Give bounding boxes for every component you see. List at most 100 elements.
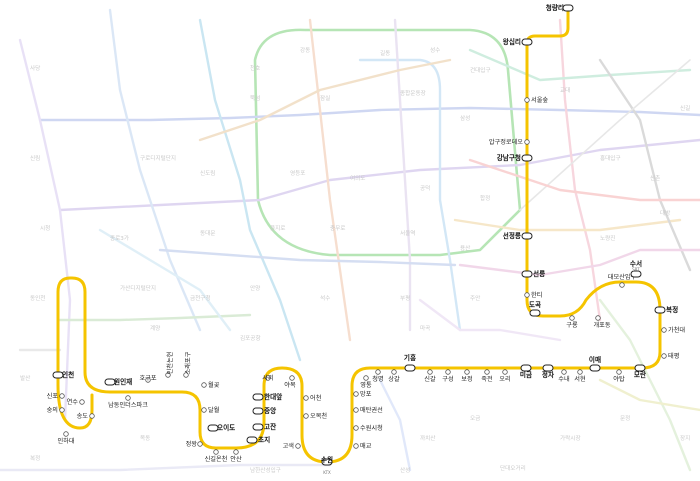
station-dot-gaepodong (595, 315, 601, 321)
station-sublabel: KTX (323, 470, 331, 475)
station-dot-mangpo (353, 391, 359, 397)
station-bokjeong[interactable]: 복정 (654, 305, 678, 314)
background-station-label: 사당 (30, 64, 40, 72)
station-guryong[interactable]: 구룡 (566, 315, 578, 329)
background-station-label: 동대문 (200, 229, 215, 237)
station-gaepodong[interactable]: 개포동 (593, 315, 611, 329)
station-incheonnonhyeon[interactable]: 인천논현 (165, 351, 174, 378)
station-yatap[interactable]: 야탑 (613, 369, 625, 383)
station-ori[interactable]: 오리 (499, 369, 511, 383)
station-woninjae[interactable]: 원인재 (104, 377, 132, 386)
station-label: 개포동 (593, 321, 610, 329)
station-label: 왕십리 (503, 37, 521, 46)
station-apgujeongrodeo[interactable]: 압구정로데오 (489, 138, 530, 146)
station-seolleung[interactable]: 선릉 (521, 269, 545, 278)
station-hogupo[interactable]: 호구포 (139, 375, 157, 383)
station-label: 인하대 (57, 437, 74, 445)
station-singal[interactable]: 신갈 (424, 369, 436, 383)
station-maetansuwon[interactable]: 매탄권선 (353, 406, 383, 414)
station-jukjeon[interactable]: 죽전 (481, 369, 493, 383)
station-singilonchon[interactable]: 신길온천 (205, 449, 228, 463)
station-label: 보정 (461, 375, 472, 383)
station-hanti[interactable]: 한티 (524, 291, 543, 299)
station-cheongmyeong[interactable]: 청명 (372, 369, 384, 383)
station-label: 구룡 (566, 322, 578, 329)
transfer-marker-moran (634, 364, 646, 372)
station-sorepogu[interactable]: 소래포구 (183, 351, 192, 378)
station-gojan[interactable]: 고잔 (252, 422, 276, 431)
station-label: 송도 (77, 412, 89, 420)
station-moran[interactable]: 모란 (634, 364, 646, 379)
station-gangnamgucheong[interactable]: 강남구청 (497, 153, 533, 162)
station-maegyo[interactable]: 매교 (353, 442, 372, 450)
station-hanyang[interactable]: 한대앞 (252, 392, 282, 401)
station-sinpo[interactable]: 신포 (47, 392, 65, 400)
station-jeongja[interactable]: 정자 (542, 364, 555, 379)
station-omokcheon[interactable]: 오목천 (303, 412, 328, 420)
station-namdong[interactable]: 남동인더스파크 (108, 395, 148, 409)
transfer-marker-seonjeongneung (521, 232, 533, 240)
station-seohyeon[interactable]: 서현 (574, 369, 586, 383)
station-inha[interactable]: 인하대 (57, 431, 75, 445)
transfer-marker-choji (246, 436, 258, 444)
station-daemosan[interactable]: 대모산입구 (608, 273, 637, 288)
station-yeongtong[interactable]: 영통 (360, 375, 372, 389)
station-label: 강남구청 (497, 153, 521, 162)
station-dogok[interactable]: 도곡 (529, 301, 541, 317)
station-gosaek[interactable]: 고색 (283, 442, 301, 450)
station-label: 신갈 (424, 375, 436, 383)
station-giheung[interactable]: 기흥 (404, 353, 416, 372)
station-yeonsu[interactable]: 연수 (67, 398, 85, 406)
station-taepyeong[interactable]: 태평 (661, 352, 680, 360)
background-station-label: 발산 (20, 374, 30, 382)
station-gacheon[interactable]: 가천대 (661, 326, 686, 334)
station-dot-ori (502, 369, 508, 375)
station-dot-eocheon (303, 395, 309, 401)
station-label: 선릉 (533, 269, 545, 278)
station-dot-hanti (524, 292, 530, 298)
station-label: 선정릉 (503, 231, 521, 240)
station-suwonsicheong[interactable]: 수원시청 (353, 424, 383, 432)
station-cheongnyangni[interactable]: 청량리 (546, 3, 574, 12)
station-label: 호구포 (139, 375, 156, 382)
background-station-label: 신길 (680, 104, 690, 112)
background-station-label: 강동 (300, 47, 310, 54)
background-station-label: 용산 (460, 244, 470, 252)
background-station-label: 여의도 (350, 174, 365, 182)
station-sunae[interactable]: 수내 (558, 369, 570, 383)
station-label: 정자 (542, 370, 555, 379)
station-sari[interactable]: 사리 (262, 374, 273, 382)
station-label: 연수 (67, 398, 79, 406)
station-jungang[interactable]: 중앙 (252, 406, 276, 415)
station-label: 기흥 (404, 353, 416, 362)
station-oido[interactable]: 오이도 (207, 423, 235, 432)
station-songdo[interactable]: 송도 (77, 412, 95, 420)
station-bojeong[interactable]: 보정 (461, 369, 473, 383)
station-eocheon[interactable]: 어천 (303, 394, 322, 402)
station-sanggal[interactable]: 상갈 (388, 369, 400, 383)
station-ansan[interactable]: 안산 (230, 449, 242, 463)
station-dot-songdo (89, 413, 95, 419)
station-seoulforest[interactable]: 서울숲 (524, 96, 549, 104)
station-jeongwang[interactable]: 정왕 (186, 440, 203, 448)
station-wangsimni[interactable]: 왕십리 (503, 37, 533, 46)
station-sungui[interactable]: 숭의 (47, 406, 65, 414)
station-dalwol[interactable]: 달월 (201, 406, 220, 414)
station-label: 초지 (258, 435, 270, 444)
background-station-label: 종합운동장 (400, 89, 426, 97)
background-station-label: 교대 (560, 86, 570, 94)
station-incheon[interactable]: 인천 (52, 370, 74, 379)
station-guseong[interactable]: 구성 (442, 369, 454, 383)
station-imae[interactable]: 이매 (589, 355, 601, 372)
station-label: 압구정로데오 (489, 138, 523, 146)
station-mangpo[interactable]: 망포 (353, 390, 372, 398)
station-dot-sinpo (59, 393, 65, 399)
station-yamok[interactable]: 야목 (284, 375, 296, 389)
station-label: 인천 (62, 370, 74, 379)
station-seonjeongneung[interactable]: 선정릉 (503, 231, 533, 240)
station-choji[interactable]: 초지 (246, 435, 270, 444)
station-migeum[interactable]: 미금 (520, 364, 532, 379)
station-woljot[interactable]: 월곶 (201, 381, 220, 389)
